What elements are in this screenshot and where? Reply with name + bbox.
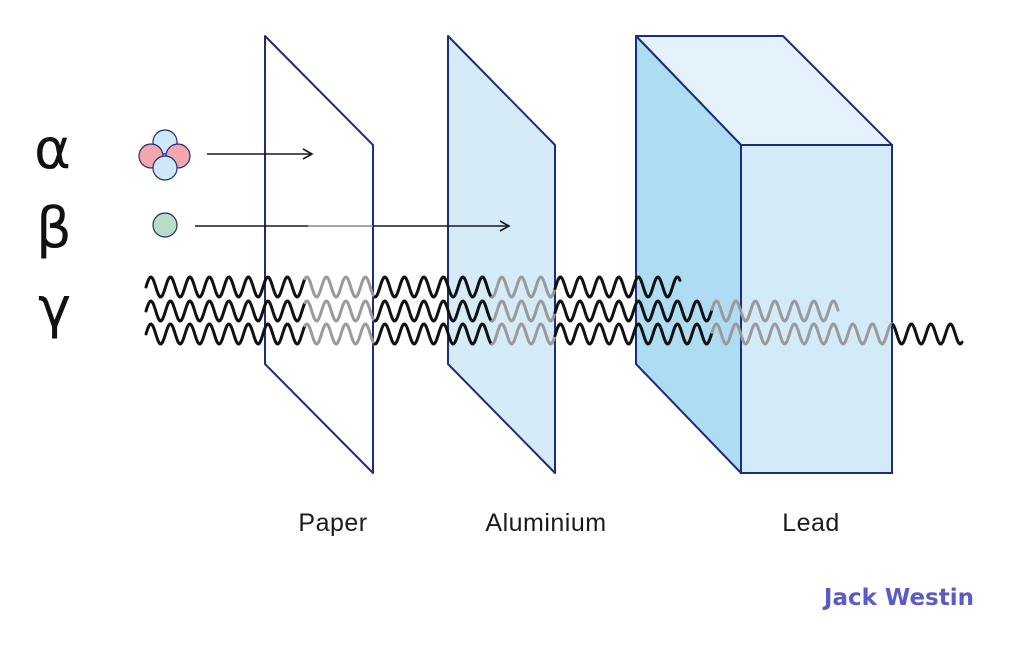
aluminium-label: Aluminium	[485, 509, 606, 537]
gamma-wave-2-segment-6	[710, 299, 840, 323]
gamma-waves	[144, 275, 964, 346]
gamma-wave-1-segment-4	[490, 275, 557, 299]
lead-block	[635, 35, 893, 474]
alpha-particle-icon	[138, 129, 191, 181]
gamma-wave-3-segment-2	[303, 322, 377, 346]
gamma-wave-1-segment-3	[373, 275, 494, 299]
gamma-wave-1-segment-1	[144, 275, 307, 299]
gamma-wave-3-segment-5	[553, 322, 714, 346]
brand-logo-text: Jack Westin	[822, 585, 974, 611]
aluminium-sheet	[447, 35, 556, 474]
paper-sheet	[264, 35, 374, 474]
gamma-wave-1-segment-2	[303, 275, 377, 299]
gamma-wave-3-segment-1	[144, 322, 307, 346]
gamma-wave-2-segment-3	[373, 299, 494, 323]
gamma-wave-1-segment-5	[553, 275, 682, 299]
paper-label: Paper	[298, 509, 367, 537]
alpha-arrow	[207, 148, 314, 160]
beta-symbol: β	[36, 196, 72, 261]
lead-front-face	[740, 144, 893, 474]
beta-arrow	[195, 220, 511, 232]
lead-label: Lead	[782, 509, 840, 537]
beta-particle-icon	[152, 212, 178, 238]
gamma-wave-2-segment-2	[303, 299, 377, 323]
gamma-symbol: γ	[38, 276, 71, 341]
gamma-wave-2-segment-5	[553, 299, 714, 323]
alpha-symbol: α	[34, 117, 71, 182]
gamma-wave-3-segment-7	[891, 322, 964, 346]
gamma-wave-2-segment-4	[490, 299, 557, 323]
gamma-wave-3-segment-6	[710, 322, 895, 346]
gamma-wave-3-segment-3	[373, 322, 494, 346]
gamma-wave-3-segment-4	[490, 322, 557, 346]
gamma-wave-2-segment-1	[144, 299, 307, 323]
